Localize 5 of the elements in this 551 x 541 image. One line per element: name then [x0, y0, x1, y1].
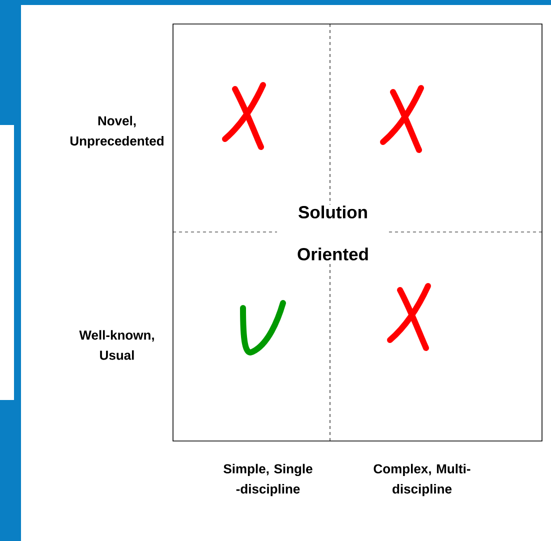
axis-label: Complex, Multi-discipline [374, 464, 470, 496]
axis-label: Novel, Unprecedented [70, 116, 164, 148]
axis-label: Solution Oriented [277, 204, 389, 262]
axis-label: Simple, Single -discipline [224, 464, 312, 496]
axis-label: Well-known, Usual [79, 330, 154, 360]
